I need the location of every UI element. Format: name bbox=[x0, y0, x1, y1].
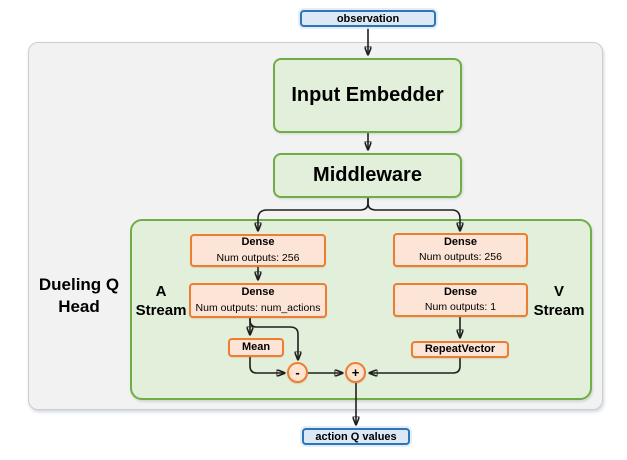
dense-a2-subtitle: Num outputs: num_actions bbox=[195, 301, 321, 314]
observation-label: observation bbox=[336, 12, 400, 25]
dense-a1-title: Dense bbox=[241, 236, 275, 249]
dense-a1-node: Dense Num outputs: 256 bbox=[190, 234, 326, 267]
mean-label: Mean bbox=[241, 340, 271, 353]
middleware-node: Middleware bbox=[273, 153, 462, 198]
input-embedder-node: Input Embedder bbox=[273, 58, 462, 133]
dense-v2-subtitle: Num outputs: 1 bbox=[424, 301, 497, 314]
dense-v2-title: Dense bbox=[443, 285, 478, 298]
dense-a1-subtitle: Num outputs: 256 bbox=[216, 251, 300, 264]
middleware-label: Middleware bbox=[313, 164, 422, 186]
add-operator: + bbox=[345, 362, 366, 383]
mean-node: Mean bbox=[228, 338, 284, 357]
v-stream-label: V Stream bbox=[533, 282, 585, 320]
subtract-operator: - bbox=[287, 362, 308, 383]
dense-a2-title: Dense bbox=[241, 286, 275, 299]
dueling-q-head-label: Dueling Q Head bbox=[38, 274, 120, 316]
a-stream-label: A Stream bbox=[135, 282, 187, 320]
repeat-vector-node: RepeatVector bbox=[411, 341, 509, 358]
dense-a2-node: Dense Num outputs: num_actions bbox=[189, 283, 327, 318]
observation-node: observation bbox=[300, 10, 436, 27]
dense-v1-title: Dense bbox=[443, 235, 478, 248]
input-embedder-label: Input Embedder bbox=[291, 84, 444, 106]
repeat-vector-label: RepeatVector bbox=[424, 342, 496, 355]
plus-icon: + bbox=[351, 365, 360, 380]
dense-v1-subtitle: Num outputs: 256 bbox=[419, 251, 502, 264]
minus-icon: - bbox=[295, 365, 300, 380]
action-q-values-node: action Q values bbox=[302, 428, 410, 445]
action-q-values-label: action Q values bbox=[315, 430, 397, 443]
dense-v2-node: Dense Num outputs: 1 bbox=[393, 283, 528, 317]
dense-v1-node: Dense Num outputs: 256 bbox=[393, 233, 528, 267]
